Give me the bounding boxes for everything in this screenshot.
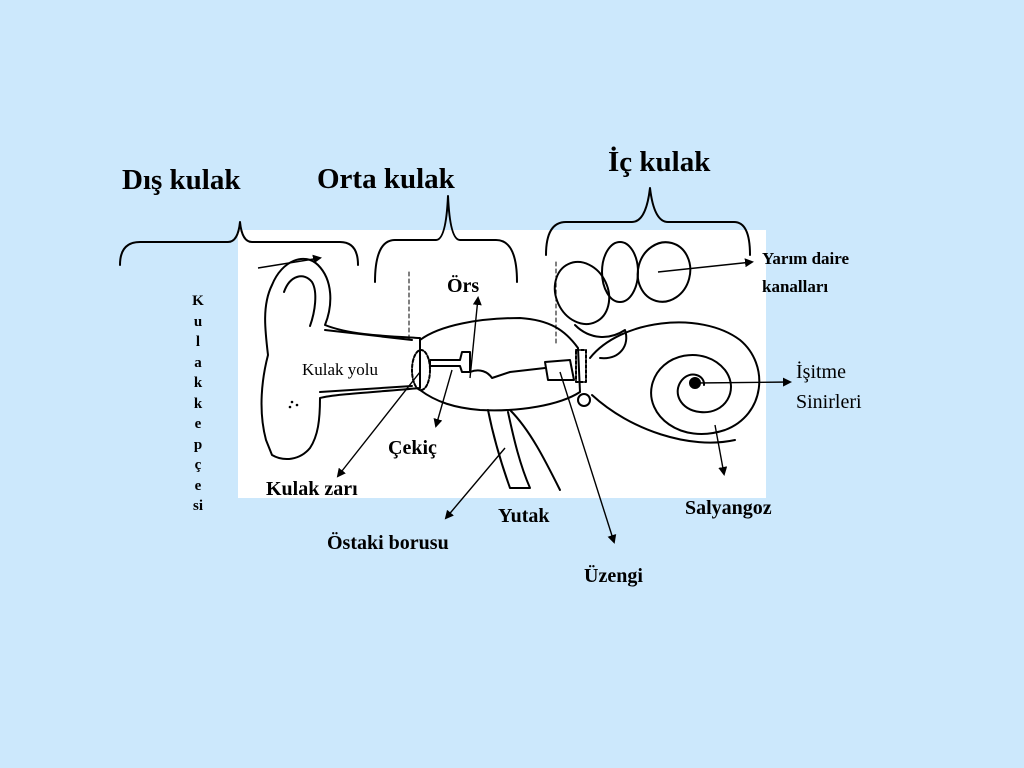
pinna-inner-fold <box>283 275 317 327</box>
arrow-nerves <box>695 377 792 387</box>
canal-left <box>553 260 611 326</box>
anvil-bone <box>469 367 546 379</box>
pinna-letter: p <box>193 436 203 453</box>
ear-canal-bottom <box>319 385 413 393</box>
pharynx-label: Yutak <box>498 505 550 527</box>
semicircular-label-line1: Yarım daire <box>762 249 850 268</box>
eustachian-label: Östaki borusu <box>327 532 449 554</box>
arrow-eardrum <box>336 371 421 478</box>
pharynx-shape <box>509 409 561 491</box>
arrow-semicircular <box>657 258 754 273</box>
pinna-letter: K <box>192 293 204 309</box>
pinna-dot <box>288 405 292 409</box>
pinna-letter: e <box>194 416 202 432</box>
inner-ear-brace <box>545 187 751 256</box>
pinna-letter: ç <box>194 457 202 473</box>
pinna-vertical-label: K u l a k k e p ç e si <box>186 291 210 517</box>
pinna-letter: k <box>193 395 203 412</box>
semicircular-label-line2: kanalları <box>762 277 829 296</box>
arrow-pinna-top <box>257 254 322 269</box>
pinna-letter: l <box>195 334 201 350</box>
pinna-letter: u <box>193 313 203 330</box>
eustachian-tube <box>487 409 531 489</box>
arrow-hammer <box>433 369 453 428</box>
outer-ear-heading: Dış kulak <box>122 164 241 196</box>
pinna-dot <box>295 403 299 407</box>
nerves-label-line1: İşitme <box>796 361 846 383</box>
pinna-letter: k <box>193 375 203 391</box>
round-window <box>577 393 591 407</box>
stirrup-bone <box>544 359 575 381</box>
pinna-shape <box>260 257 421 461</box>
cochlea-label: Salyangoz <box>685 497 772 519</box>
middle-ear-brace <box>374 195 518 283</box>
arrow-eustachian <box>444 447 506 520</box>
vestibule <box>574 324 628 360</box>
oval-window <box>575 349 587 383</box>
pinna-letter: si <box>192 498 203 514</box>
ear-canal-line <box>324 329 413 341</box>
arrow-cochlea <box>714 424 728 476</box>
cochlea-spiral <box>589 321 761 435</box>
middle-ear-cavity <box>419 317 581 412</box>
arrow-stirrup <box>559 371 617 544</box>
anvil-label: Örs <box>447 275 480 297</box>
eardrum-label: Kulak zarı <box>266 478 358 500</box>
outer-ear-brace <box>119 221 359 266</box>
stirrup-label: Üzengi <box>584 565 643 587</box>
inner-ear-heading: İç kulak <box>608 146 711 178</box>
middle-ear-heading: Orta kulak <box>317 163 455 195</box>
ear-canal-label: Kulak yolu <box>302 360 379 379</box>
pinna-dot <box>290 400 294 404</box>
nerves-label-line2: Sinirleri <box>796 391 862 413</box>
pinna-letter: a <box>194 354 202 371</box>
arrow-anvil <box>469 296 482 379</box>
eardrum-shape <box>411 349 431 391</box>
pinna-letter: e <box>194 477 202 494</box>
hammer-label: Çekiç <box>388 437 437 459</box>
canal-right <box>636 241 692 303</box>
